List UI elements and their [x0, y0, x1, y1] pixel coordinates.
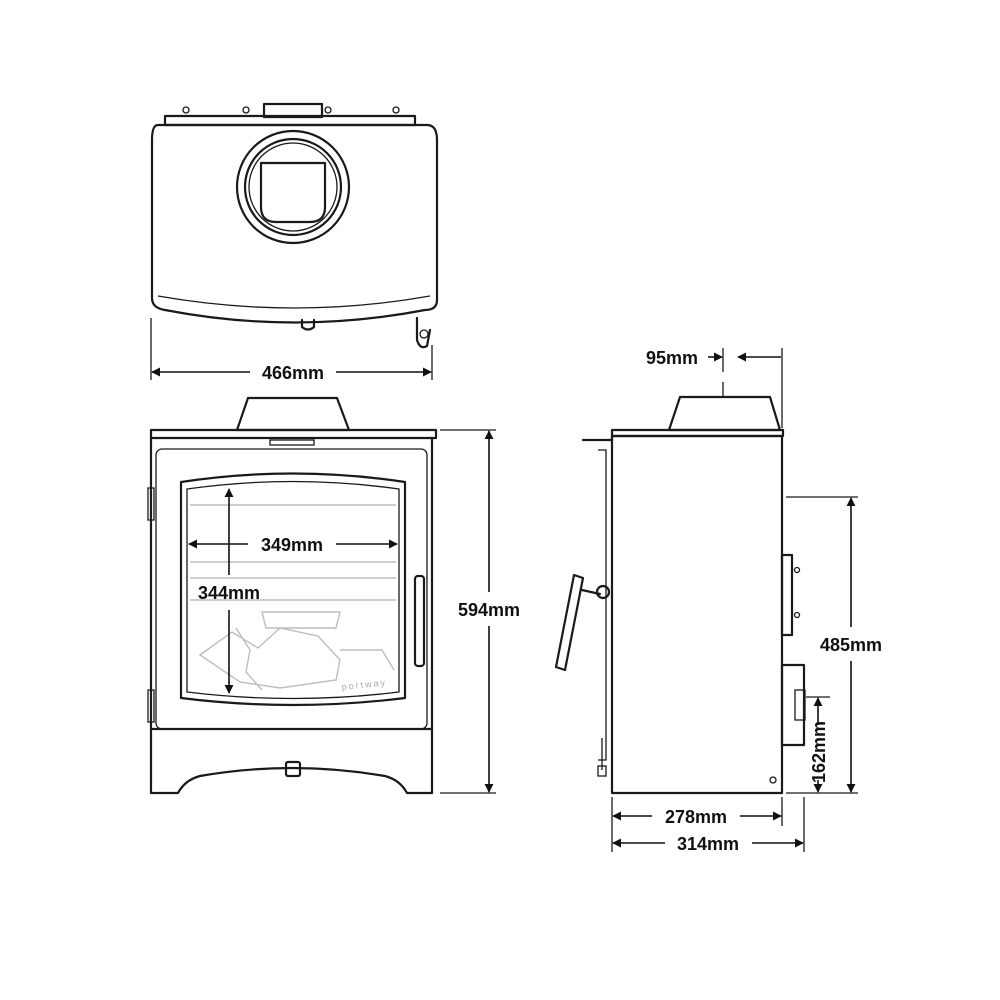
dim-overall-depth: 314mm: [677, 834, 739, 854]
dim-air-inlet-height: 162mm: [809, 721, 829, 783]
dim-outlet-height: 485mm: [820, 635, 882, 655]
dim-glass-height: 344mm: [198, 583, 260, 603]
dim-overall-height: 594mm: [458, 600, 520, 620]
dim-flue-offset: 95mm: [646, 348, 698, 368]
dim-top-width: 466mm: [262, 363, 324, 383]
dim-glass-width: 349mm: [261, 535, 323, 555]
dimension-lines: 466mm 95mm 349mm 344mm 594mm 485mm 162mm: [150, 318, 882, 854]
dim-body-depth: 278mm: [665, 807, 727, 827]
firebox-detail: portway: [190, 504, 396, 692]
side-view: [554, 382, 806, 795]
brand-mark: portway: [341, 677, 387, 692]
front-view: portway: [147, 396, 438, 795]
top-view: [150, 102, 439, 349]
